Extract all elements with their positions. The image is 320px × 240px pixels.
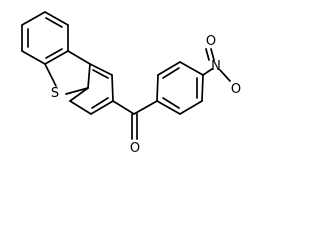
nitrogen-atom-label: N	[211, 59, 221, 74]
nitro-oxygen-right-label: O	[231, 82, 241, 97]
sulfur-atom-label: S	[51, 86, 59, 101]
carbonyl-group	[112, 100, 158, 140]
nitro-oxygen-top-label: O	[206, 34, 216, 49]
benzo-ring-left	[21, 11, 69, 65]
nitro-group	[202, 48, 231, 82]
thiophene-ring	[44, 50, 91, 95]
molecule-diagram: S N O O O	[21, 11, 241, 156]
carbonyl-oxygen-label: O	[130, 141, 140, 156]
nitrophenyl-ring	[156, 61, 204, 115]
benzo-ring-right	[69, 63, 114, 115]
